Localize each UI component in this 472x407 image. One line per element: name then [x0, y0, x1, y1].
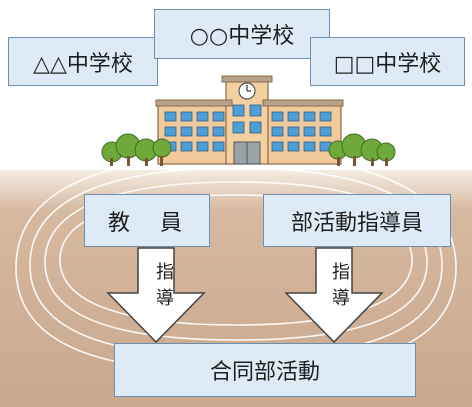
teacher-box: 教 員 — [84, 194, 210, 247]
arrow-right-icon — [284, 247, 384, 344]
trees-right-icon — [328, 133, 396, 166]
joint-club-activity-box: 合同部活動 — [114, 343, 416, 397]
school-box-center: ○○中学校 — [154, 9, 330, 59]
trees-left-icon — [101, 133, 172, 166]
arrow-label-right: 指導 — [329, 262, 350, 314]
club-coach-box: 部活動指導員 — [263, 194, 451, 247]
school-building-icon — [155, 75, 344, 165]
arrow-label-left: 指導 — [153, 262, 174, 314]
running-track — [15, 155, 457, 373]
arrow-left-icon — [106, 247, 206, 344]
school-box-right: □□中学校 — [310, 37, 465, 86]
school-box-left: △△中学校 — [8, 37, 158, 86]
